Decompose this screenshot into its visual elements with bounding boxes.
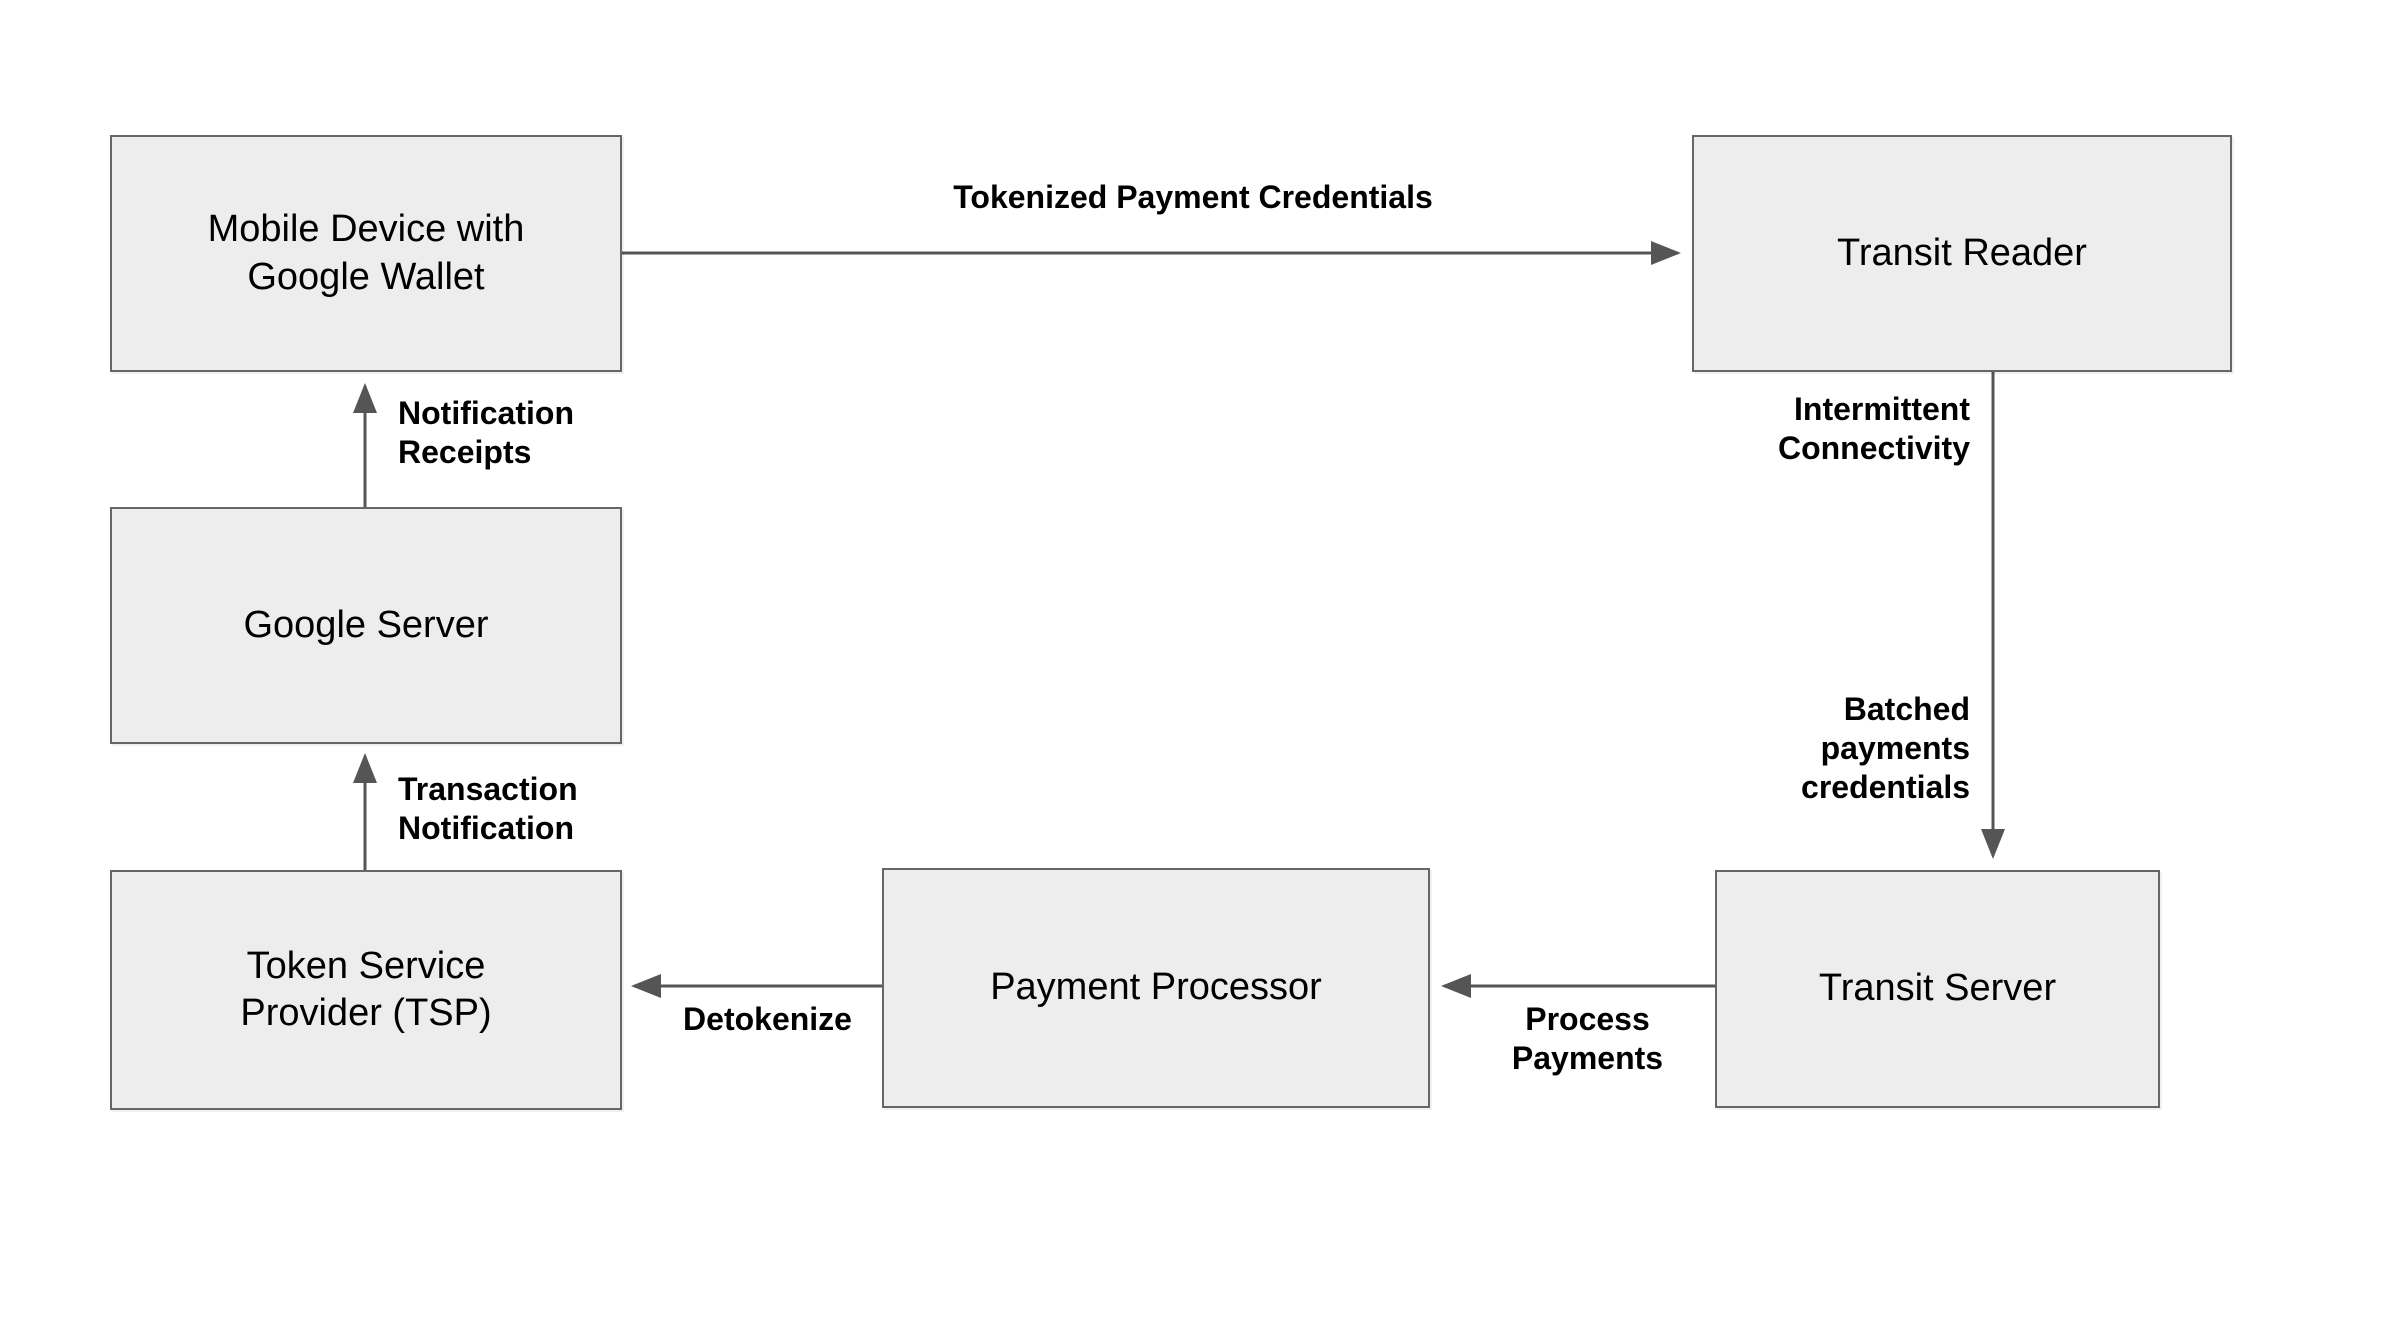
edge-label-intermittent-connectivity: Intermittent Connectivity — [1777, 391, 1970, 467]
edge-label-batched-payments-credentials: Batched payments credentials — [1801, 691, 1970, 806]
node-token-service-provider[interactable]: Token Service Provider (TSP) — [110, 870, 622, 1110]
edge-label-detokenize: Detokenize — [683, 1001, 852, 1037]
node-mobile-device[interactable]: Mobile Device with Google Wallet — [110, 135, 622, 372]
node-transit-server[interactable]: Transit Server — [1715, 870, 2160, 1108]
node-google-server[interactable]: Google Server — [110, 507, 622, 744]
edge-label-transaction-notification: Transaction Notification — [398, 771, 578, 847]
edge-label-process-payments: Process Payments — [1511, 1001, 1664, 1077]
edge-label-notification-receipts: Notification Receipts — [398, 395, 574, 471]
node-payment-processor[interactable]: Payment Processor — [882, 868, 1430, 1108]
node-transit-reader[interactable]: Transit Reader — [1692, 135, 2232, 372]
edge-label-tokenized-payment-credentials: Tokenized Payment Credentials — [953, 179, 1433, 215]
